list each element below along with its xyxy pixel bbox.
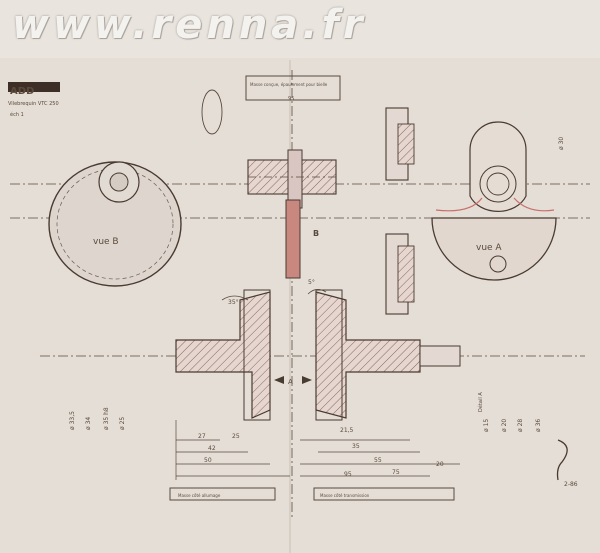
note-oval — [201, 89, 223, 135]
titleblock-scale: éch 1 — [10, 111, 24, 118]
dim-d20: ø 20 — [501, 419, 508, 432]
left-caption-text: Masse côté allumage — [178, 493, 221, 498]
angle-arc-left — [221, 295, 249, 301]
bottom-left-section — [175, 289, 271, 421]
titleblock-ref: ADD — [10, 86, 34, 97]
right-caption-box — [313, 487, 455, 501]
dim-d34: ø 34 — [85, 417, 92, 430]
dim-angle-5: 5° — [308, 279, 315, 286]
dim-75: 75 — [392, 469, 400, 476]
dim-d28: ø 28 — [517, 419, 524, 432]
dim-25: 25 — [232, 433, 240, 440]
section-arrows — [274, 376, 312, 384]
side-profile-bottom — [385, 233, 415, 315]
dim-top-ref: 95 — [288, 96, 294, 102]
dim-20: 20 — [436, 461, 444, 468]
dim-d15: ø 15 — [483, 419, 490, 432]
signature-mark — [556, 439, 568, 481]
dim-21-5: 21,5 — [340, 427, 354, 434]
view-b-disc — [48, 161, 182, 287]
top-box-note: Masse conçue, épaulement pour bielle — [250, 82, 328, 87]
dim-55: 55 — [374, 457, 382, 464]
section-a-label: A — [288, 378, 293, 386]
detail-a-note: Détail A — [477, 392, 484, 412]
signature-date: 2-86 — [564, 481, 578, 488]
website-watermark: www.renna.fr — [12, 2, 367, 48]
dim-42: 42 — [208, 445, 216, 452]
angle-arc-right — [307, 289, 327, 295]
dim-d25: ø 25 — [119, 417, 126, 430]
bottom-right-section — [315, 289, 461, 421]
view-a-disc — [431, 121, 557, 281]
dim-d30: ø 30 — [558, 137, 565, 150]
bottom-dimension-lines — [175, 420, 460, 480]
view-b-label: vue B — [93, 237, 119, 247]
dim-50: 50 — [204, 457, 212, 464]
dim-angle-35: 35° — [228, 299, 239, 306]
title-block — [8, 82, 60, 92]
arrow-b-label: B — [313, 229, 319, 238]
dim-d35-h8: ø 35 h8 — [103, 407, 110, 430]
dim-27: 27 — [198, 433, 206, 440]
dim-d36: ø 36 — [535, 419, 542, 432]
dim-d33-5: ø 33,5 — [69, 411, 76, 430]
dim-95: 95 — [344, 471, 352, 478]
view-a-label: vue A — [476, 243, 502, 253]
dim-35: 35 — [352, 443, 360, 450]
left-caption-box — [169, 487, 276, 501]
right-caption-text: Masse côté transmission — [320, 493, 370, 498]
top-title-box — [245, 75, 341, 101]
titleblock-subtitle: Vilebrequin VTC 250 — [8, 101, 59, 107]
side-profile-top — [385, 107, 415, 181]
top-section — [247, 149, 337, 279]
